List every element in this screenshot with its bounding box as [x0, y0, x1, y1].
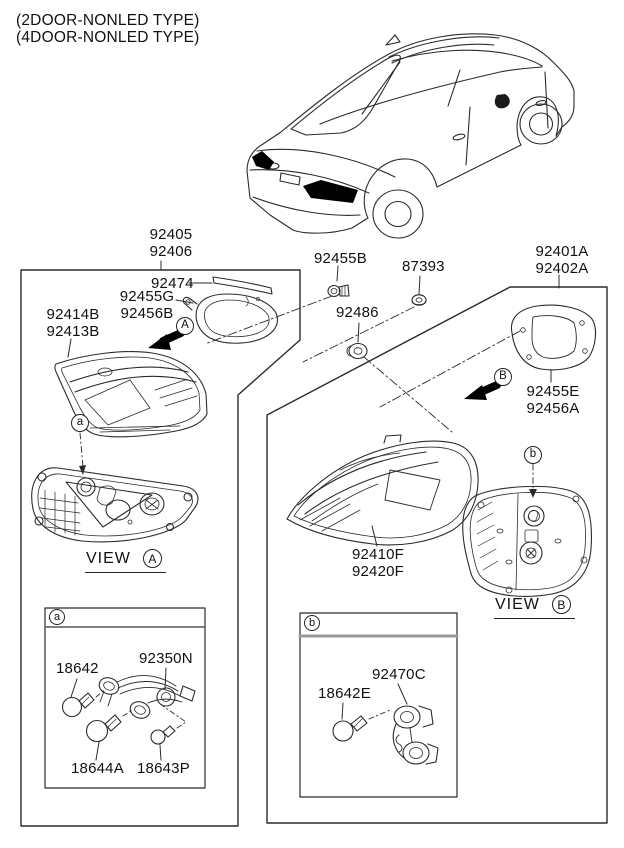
- arrow-a-icon: [148, 329, 185, 350]
- part-number: 92456B: [120, 305, 174, 322]
- subbox-a-outline: [44, 607, 206, 789]
- label-bulb-18644A: 18644A: [71, 760, 124, 777]
- part-number: 92401A: [535, 243, 589, 260]
- detail-b-pointer: [529, 463, 537, 498]
- gasket-outer-drawing: [510, 304, 597, 371]
- view-b-marker: B: [494, 368, 512, 386]
- subbox-b-outline: [298, 612, 459, 798]
- right-parts-box-outline: [266, 286, 608, 824]
- label-bulb-holder: 92470C: [372, 666, 426, 683]
- part-number: 92405: [149, 226, 193, 243]
- label-pad: 92474: [151, 275, 194, 292]
- view-a-marker: A: [176, 317, 194, 335]
- part-number: 92420F: [351, 563, 405, 580]
- view-word: VIEW: [86, 549, 131, 567]
- label-gasket-outer: 92455E 92456A: [524, 383, 582, 417]
- grommet-icon: [346, 342, 368, 360]
- detail-a-pointer: [79, 432, 86, 475]
- part-number: 92402A: [535, 260, 589, 277]
- part-number: 92406: [149, 243, 193, 260]
- label-harness: 92350N: [139, 650, 193, 667]
- label-bulb-18642E: 18642E: [318, 685, 371, 702]
- subbox-a-marker: a: [49, 609, 65, 625]
- label-bulb-18643P: 18643P: [137, 760, 190, 777]
- view-a-circle: A: [142, 549, 162, 568]
- label-leader-lines: [67, 260, 560, 761]
- bulb-18642E-drawing: [332, 715, 368, 742]
- part-number: 92455E: [526, 383, 580, 400]
- bulb-18643P-drawing: [150, 725, 176, 745]
- label-screw: 92455B: [314, 250, 367, 267]
- subbox-b-marker: b: [304, 615, 320, 631]
- view-b-circle: B: [551, 595, 571, 614]
- car-illustration: [246, 33, 575, 239]
- detail-a-marker: a: [71, 414, 89, 432]
- screw-icon: [327, 284, 350, 298]
- pad-drawing: [212, 276, 273, 295]
- bulb-install-leaders-a: [95, 690, 187, 729]
- view-word: VIEW: [495, 595, 540, 613]
- bulb-18644A-drawing: [85, 714, 122, 743]
- fastener-leader-lines: [204, 295, 521, 433]
- outer-lamp-lens-drawing: [286, 434, 479, 546]
- bulb-install-leaders-b: [368, 709, 391, 720]
- view-a-label: VIEW A: [85, 549, 166, 573]
- left-parts-box-outline: [20, 269, 301, 827]
- label-lamp-outer: 92410F 92420F: [349, 546, 407, 580]
- gasket-inner-drawing: [182, 293, 279, 344]
- part-number: 92455G: [119, 288, 175, 305]
- inner-lamp-back-drawing: [31, 467, 199, 543]
- label-bulb-18642: 18642: [56, 660, 99, 677]
- label-lamp-inner: 92414B 92413B: [44, 306, 102, 340]
- type-note-line2: (4DOOR-NONLED TYPE): [16, 29, 200, 46]
- detail-b-marker: b: [524, 446, 542, 464]
- harness-drawing: [98, 675, 196, 719]
- holder-92470C-drawing: [392, 705, 439, 765]
- label-lamp-assy-outer: 92401A 92402A: [533, 243, 591, 277]
- arrow-b-icon: [464, 381, 501, 400]
- outer-lamp-back-drawing: [462, 485, 592, 597]
- label-grommet: 92486: [336, 304, 379, 321]
- part-number: 92410F: [351, 546, 405, 563]
- part-number: 92456A: [526, 400, 580, 417]
- nut-icon: [411, 294, 427, 306]
- label-gasket-inner: 92455G 92456B: [118, 288, 176, 322]
- part-number: 92414B: [46, 306, 100, 323]
- part-number: 92413B: [46, 323, 100, 340]
- type-note-line1: (2DOOR-NONLED TYPE): [16, 12, 200, 29]
- inner-lamp-lens-drawing: [54, 351, 208, 438]
- bulb-18642-drawing: [61, 692, 95, 718]
- label-lamp-assy-inner: 92405 92406: [142, 226, 200, 260]
- view-b-label: VIEW B: [494, 595, 575, 619]
- label-nut: 87393: [402, 258, 445, 275]
